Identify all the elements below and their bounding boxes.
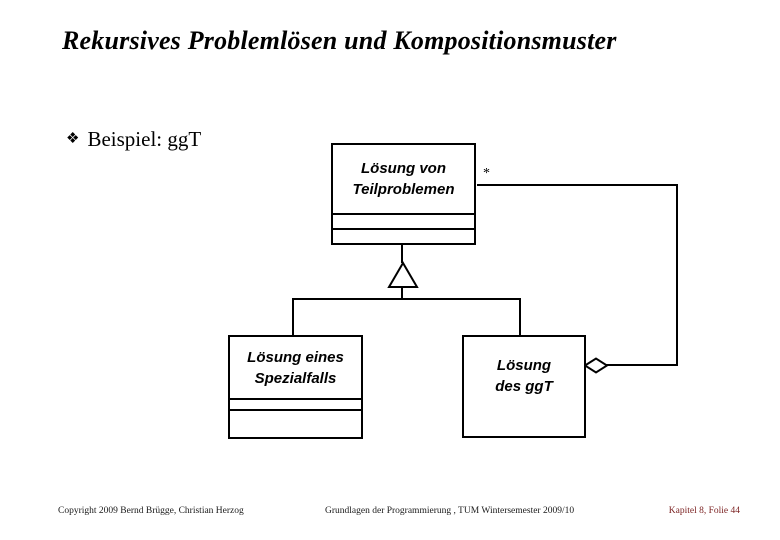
attributes-compartment bbox=[230, 398, 361, 409]
class-name: Lösung von Teilproblemen bbox=[333, 145, 474, 213]
class-name-line2: des ggT bbox=[495, 378, 553, 395]
aggregation-line-bottom bbox=[606, 364, 678, 366]
aggregation-line-top bbox=[477, 184, 678, 186]
bullet-item: ❖ Beispiel: ggT bbox=[66, 127, 201, 152]
generalization-triangle-icon bbox=[387, 261, 419, 288]
class-box-loesung-des-ggt: Lösung des ggT bbox=[462, 335, 586, 438]
generalization-branch-right bbox=[519, 300, 521, 335]
diamond-bullet-icon: ❖ bbox=[66, 131, 80, 147]
generalization-branch-left bbox=[292, 300, 294, 335]
generalization-crossbar bbox=[292, 298, 521, 300]
class-name-line1: Lösung eines bbox=[247, 348, 344, 366]
footer-copyright: Copyright 2009 Bernd Brügge, Christian H… bbox=[58, 506, 244, 516]
footer-page-number: Kapitel 8, Folie 44 bbox=[668, 506, 740, 516]
generalization-stem-upper bbox=[401, 245, 403, 263]
class-name-line2: Teilproblemen bbox=[352, 181, 455, 198]
aggregation-diamond-icon bbox=[584, 357, 608, 374]
class-box-loesung-von-teilproblemen: Lösung von Teilproblemen bbox=[331, 143, 476, 245]
operations-compartment bbox=[333, 228, 474, 243]
class-name-line1: Lösung von bbox=[361, 160, 446, 177]
class-box-loesung-eines-spezialfalls: Lösung eines Spezialfalls bbox=[228, 335, 363, 439]
generalization-stem-lower bbox=[401, 288, 403, 300]
bullet-text: Beispiel: ggT bbox=[87, 127, 202, 151]
class-name: Lösung des ggT bbox=[464, 337, 584, 415]
class-name-line1: Lösung bbox=[496, 357, 552, 374]
class-name: Lösung eines Spezialfalls bbox=[230, 337, 361, 398]
slide-title: Rekursives Problemlösen und Kompositions… bbox=[62, 26, 617, 55]
aggregation-line-right bbox=[676, 184, 678, 366]
multiplicity-label: * bbox=[483, 166, 490, 181]
class-name-line2: Spezialfalls bbox=[254, 369, 337, 387]
attributes-compartment bbox=[333, 213, 474, 228]
footer-course: Grundlagen der Programmierung , TUM Wint… bbox=[325, 506, 575, 516]
operations-compartment bbox=[230, 409, 361, 437]
